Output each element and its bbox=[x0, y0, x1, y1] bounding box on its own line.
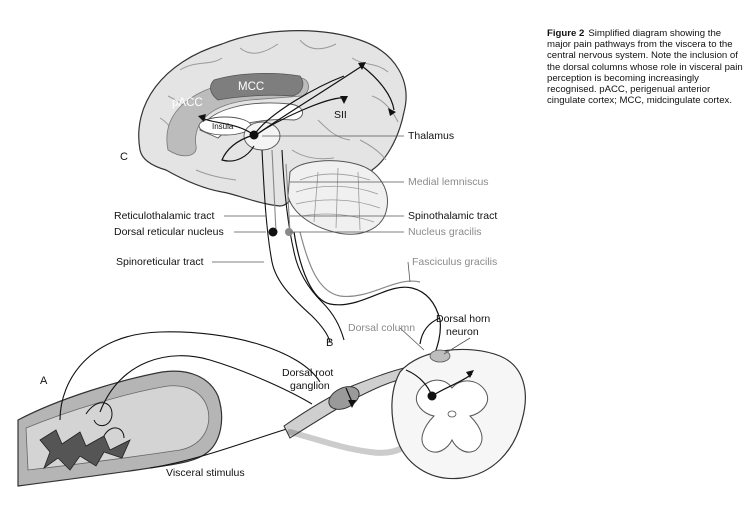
visceral-stimulus-mark bbox=[39, 429, 131, 471]
label-pacc: pACC bbox=[172, 97, 203, 109]
cerebellum bbox=[287, 160, 388, 235]
label-dorsal-root-line1: Dorsal root bbox=[282, 367, 333, 379]
label-dorsal-horn-line2: neuron bbox=[446, 326, 479, 338]
thalamic-projections bbox=[201, 65, 363, 162]
label-fasciculus-gracilis: Fasciculus gracilis bbox=[412, 256, 497, 268]
cerebellum-folia bbox=[295, 167, 381, 231]
dorsal-reticular-node bbox=[268, 227, 278, 237]
leader-lines bbox=[212, 135, 471, 355]
spinal-cord-section bbox=[391, 348, 526, 480]
panel-letter-c: C bbox=[120, 151, 128, 163]
label-nucleus-gracilis: Nucleus gracilis bbox=[408, 226, 482, 238]
label-insula: Insula bbox=[212, 122, 234, 131]
label-dorsal-root-line2: ganglion bbox=[290, 380, 330, 392]
label-dorsal-reticular-nucleus: Dorsal reticular nucleus bbox=[114, 226, 224, 238]
mcc-band bbox=[210, 72, 304, 101]
label-mcc: MCC bbox=[238, 81, 264, 93]
label-medial-lemniscus: Medial lemniscus bbox=[408, 176, 489, 188]
label-spinoreticular-tract: Spinoreticular tract bbox=[116, 256, 204, 268]
panel-letter-b: B bbox=[326, 337, 333, 349]
panel-letter-a: A bbox=[40, 375, 48, 387]
brainstem bbox=[261, 149, 345, 343]
drg-arrow bbox=[345, 387, 353, 403]
nucleus-gracilis-node bbox=[285, 228, 293, 236]
label-dorsal-column: Dorsal column bbox=[348, 322, 415, 334]
label-spinothalamic-tract: Spinothalamic tract bbox=[408, 210, 497, 222]
figure-caption-title: Figure 2 bbox=[547, 28, 585, 39]
label-visceral-stimulus: Visceral stimulus bbox=[166, 467, 245, 479]
brain bbox=[138, 30, 407, 207]
label-reticulothalamic-tract: Reticulothalamic tract bbox=[114, 210, 214, 222]
visceral-afferents bbox=[59, 331, 321, 469]
label-dorsal-horn-line1: Dorsal horn bbox=[436, 313, 490, 325]
label-sii: SII bbox=[334, 109, 347, 121]
label-thalamus: Thalamus bbox=[408, 130, 454, 142]
ascending-tracts bbox=[293, 231, 441, 363]
figure-caption-text: Simplified diagram showing the major pai… bbox=[547, 28, 743, 107]
viscera-gut bbox=[17, 370, 223, 487]
thalamus-node bbox=[249, 130, 259, 140]
